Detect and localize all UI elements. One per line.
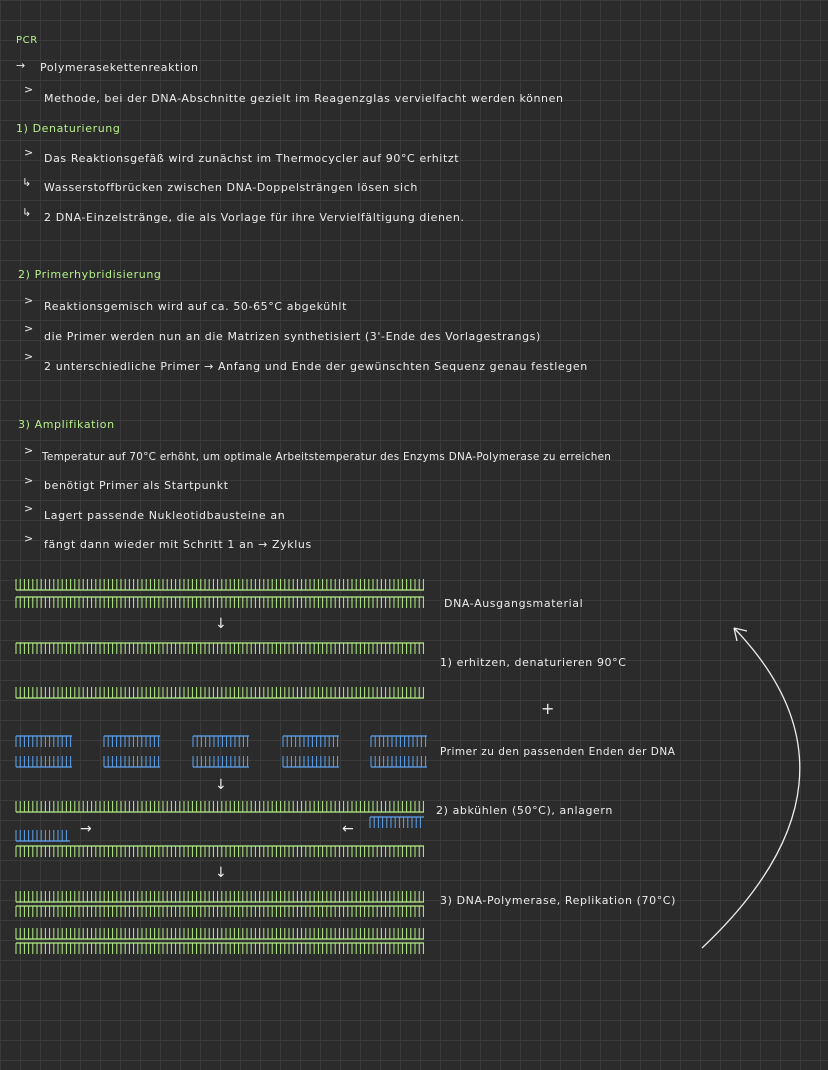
dna-product-2-top bbox=[15, 928, 424, 940]
intro-arrow: → bbox=[16, 59, 26, 72]
step3-line-1: Temperatur auf 70°C erhöht, um optimale … bbox=[42, 451, 612, 463]
label-polymerase: 3) DNA-Polymerase, Replikation (70°C) bbox=[440, 894, 676, 907]
dna-single-strand-2 bbox=[15, 687, 424, 699]
primer-bottom-5 bbox=[370, 756, 427, 768]
down-arrow-1: ↓ bbox=[215, 616, 227, 632]
primer-top-2 bbox=[103, 735, 160, 747]
step1-marker-1: > bbox=[24, 146, 34, 159]
step1-line-3: 2 DNA-Einzelstränge, die als Vorlage für… bbox=[44, 211, 465, 224]
step1-line-1: Das Reaktionsgefäß wird zunächst im Ther… bbox=[44, 152, 460, 165]
page-title: PCR bbox=[16, 35, 38, 46]
primer-top-1 bbox=[15, 735, 72, 747]
cycle-curve bbox=[701, 627, 801, 949]
down-arrow-3: ↓ bbox=[215, 865, 227, 881]
primer-anneal-left bbox=[15, 830, 70, 842]
primer-bottom-2 bbox=[103, 756, 160, 768]
step1-marker-2: ↳ bbox=[22, 176, 32, 189]
primer-top-5 bbox=[370, 735, 427, 747]
plus-sign: + bbox=[541, 699, 556, 718]
dna-product-1-bottom bbox=[15, 905, 424, 917]
step3-heading: 3) Amplifikation bbox=[18, 418, 115, 431]
step2-line-1: Reaktionsgemisch wird auf ca. 50-65°C ab… bbox=[44, 300, 347, 313]
intro-definition: Methode, bei der DNA-Abschnitte gezielt … bbox=[44, 92, 564, 105]
label-heat: 1) erhitzen, denaturieren 90°C bbox=[440, 656, 627, 669]
step3-line-2: benötigt Primer als Startpunkt bbox=[44, 479, 229, 492]
step2-marker-3: > bbox=[24, 350, 34, 363]
label-start-material: DNA-Ausgangsmaterial bbox=[444, 597, 584, 610]
step2-marker-1: > bbox=[24, 294, 34, 307]
primer-top-3 bbox=[192, 735, 249, 747]
primer-left-arrow: ← bbox=[342, 821, 354, 837]
down-arrow-2: ↓ bbox=[215, 777, 227, 793]
step2-line-2: die Primer werden nun an die Matrizen sy… bbox=[44, 330, 541, 343]
dna-product-2-bottom bbox=[15, 942, 424, 954]
primer-bottom-4 bbox=[282, 756, 339, 768]
primer-top-4 bbox=[282, 735, 339, 747]
dna-single-strand-1 bbox=[15, 642, 424, 654]
cycle-arrowhead bbox=[733, 627, 748, 642]
label-cool: 2) abkühlen (50°C), anlagern bbox=[436, 804, 613, 817]
step2-line-3: 2 unterschiedliche Primer → Anfang und E… bbox=[44, 360, 588, 373]
step2-heading: 2) Primerhybridisierung bbox=[18, 268, 162, 281]
dna-anneal-strand-bottom bbox=[15, 845, 424, 857]
dna-start-strand-bottom bbox=[15, 596, 424, 608]
dna-start-strand-top bbox=[15, 579, 424, 591]
dna-product-1-top bbox=[15, 891, 424, 903]
step3-line-3: Lagert passende Nukleotidbausteine an bbox=[44, 509, 286, 522]
primer-bottom-1 bbox=[15, 756, 72, 768]
intro-bullet: > bbox=[24, 83, 34, 96]
step1-marker-3: ↳ bbox=[22, 206, 32, 219]
step3-marker-3: > bbox=[24, 502, 34, 515]
primer-bottom-3 bbox=[192, 756, 249, 768]
step1-line-2: Wasserstoffbrücken zwischen DNA-Doppelst… bbox=[44, 181, 418, 194]
step3-line-4: fängt dann wieder mit Schritt 1 an → Zyk… bbox=[44, 538, 312, 551]
intro-term: Polymerasekettenreaktion bbox=[40, 61, 199, 74]
step3-marker-2: > bbox=[24, 474, 34, 487]
primer-right-arrow: → bbox=[80, 821, 92, 837]
label-primer: Primer zu den passenden Enden der DNA bbox=[440, 746, 676, 758]
step2-marker-2: > bbox=[24, 322, 34, 335]
step1-heading: 1) Denaturierung bbox=[16, 122, 121, 135]
step3-marker-1: > bbox=[24, 444, 34, 457]
primer-anneal-right bbox=[369, 816, 424, 828]
dna-anneal-strand-top bbox=[15, 801, 424, 813]
step3-marker-4: > bbox=[24, 532, 34, 545]
